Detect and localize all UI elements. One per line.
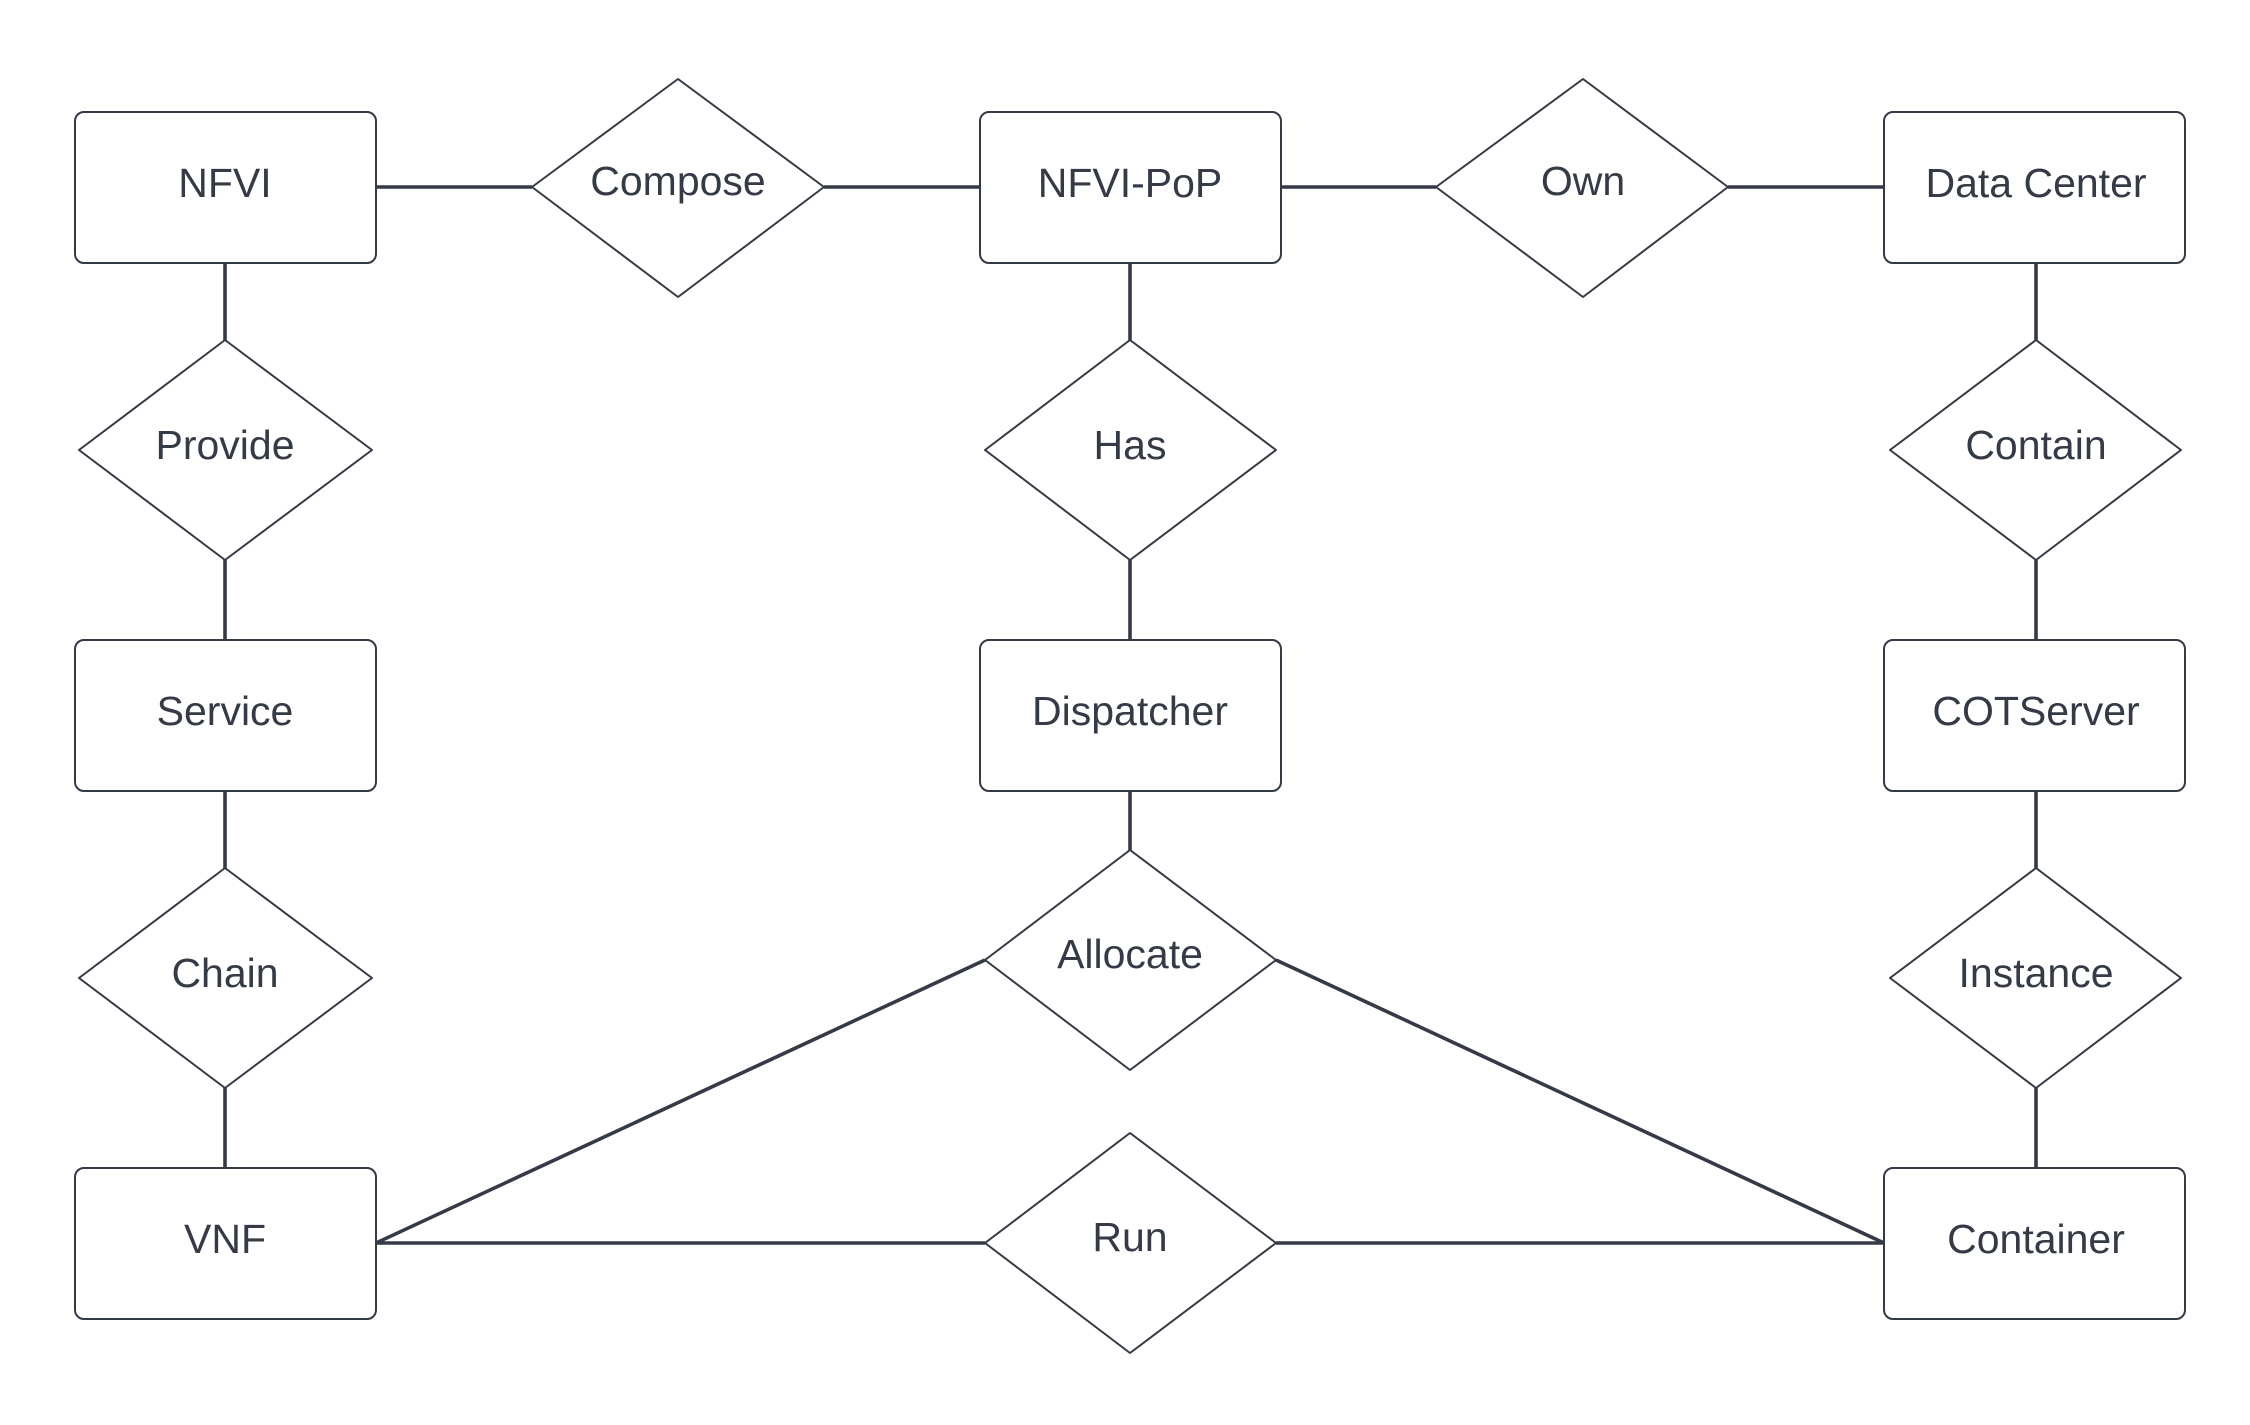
relationship-label: Allocate [1057, 931, 1203, 977]
relationship-instance[interactable]: Instance [1889, 867, 2182, 1089]
connector-allocate-vnf [375, 958, 986, 1245]
entity-nfvi[interactable]: NFVI [74, 111, 377, 264]
relationship-label: Instance [1959, 950, 2114, 996]
entity-label: NFVI [178, 160, 271, 206]
entity-data-center[interactable]: Data Center [1883, 111, 2186, 264]
relationship-contain[interactable]: Contain [1889, 339, 2182, 561]
relationship-label: Provide [155, 422, 294, 468]
connector-allocate-container [1275, 958, 1885, 1245]
entity-cotserver[interactable]: COTServer [1883, 639, 2186, 792]
connectors [223, 185, 2038, 1245]
entity-label: NFVI-PoP [1038, 160, 1223, 206]
entity-label: Service [157, 688, 294, 734]
relationship-allocate[interactable]: Allocate [984, 849, 1277, 1071]
relationship-label: Run [1092, 1214, 1167, 1260]
entity-label: VNF [184, 1216, 266, 1262]
relationship-label: Own [1541, 158, 1625, 204]
entity-label: Container [1947, 1216, 2125, 1262]
entity-dispatcher[interactable]: Dispatcher [979, 639, 1282, 792]
entity-nfvi-pop[interactable]: NFVI-PoP [979, 111, 1282, 264]
relationship-label: Compose [590, 158, 765, 204]
relationship-own[interactable]: Own [1435, 78, 1729, 298]
entity-label: Data Center [1925, 160, 2146, 206]
relationship-provide[interactable]: Provide [78, 339, 373, 561]
relationship-run[interactable]: Run [984, 1132, 1277, 1354]
relationship-has[interactable]: Has [984, 339, 1277, 561]
entity-label: Dispatcher [1032, 688, 1228, 734]
relationship-label: Contain [1965, 422, 2106, 468]
relationship-compose[interactable]: Compose [531, 78, 825, 298]
entity-service[interactable]: Service [74, 639, 377, 792]
entity-container[interactable]: Container [1883, 1167, 2186, 1320]
entity-vnf[interactable]: VNF [74, 1167, 377, 1320]
relationship-label: Chain [171, 950, 278, 996]
entity-label: COTServer [1932, 688, 2139, 734]
relationship-chain[interactable]: Chain [78, 867, 373, 1089]
relationship-label: Has [1094, 422, 1167, 468]
